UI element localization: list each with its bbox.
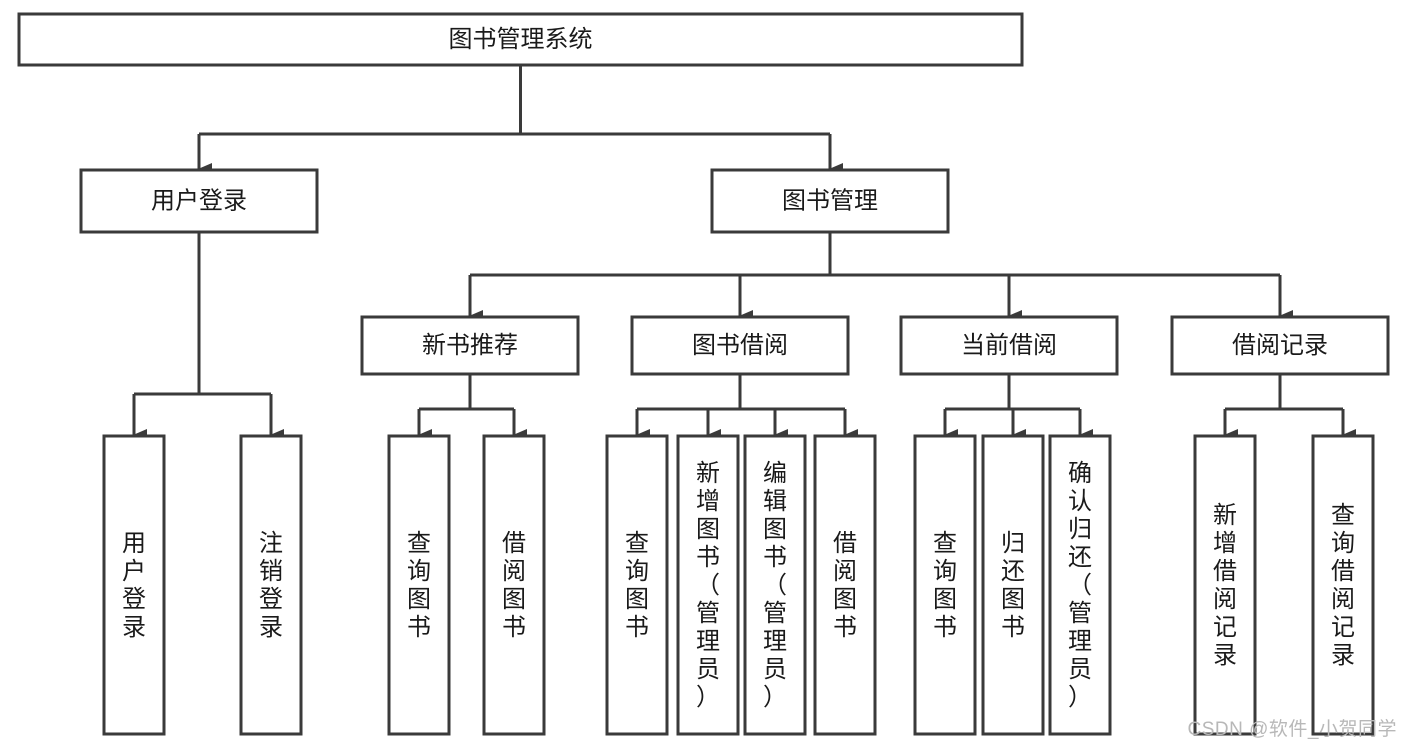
leaf-node-8-rect[interactable]	[913, 434, 977, 736]
leaf-node-12-label: 查询借阅记录	[1331, 502, 1355, 669]
leaf-node-11-rect[interactable]	[1193, 434, 1257, 736]
leaf-node-1-label: 注销登录	[259, 530, 283, 641]
level3-node-2-rect[interactable]	[899, 315, 1119, 376]
leaf-node-9-label: 归还图书	[1001, 530, 1025, 641]
leaf-node-2[interactable]: 查询图书	[387, 434, 451, 736]
leaf-node-1-rect[interactable]	[239, 434, 303, 736]
leaf-node-3-label: 借阅图书	[502, 530, 526, 641]
level3-node-3[interactable]: 借阅记录	[1170, 315, 1390, 376]
root-node-rect[interactable]	[17, 12, 1024, 67]
leaf-node-5-rect[interactable]	[676, 434, 740, 736]
node-boxes: 图书管理系统用户登录图书管理新书推荐图书借阅当前借阅借阅记录用户登录注销登录查询…	[17, 12, 1390, 736]
root-node-label: 图书管理系统	[449, 26, 593, 53]
leaf-node-9[interactable]: 归还图书	[981, 434, 1045, 736]
leaf-node-11[interactable]: 新增借阅记录	[1193, 434, 1257, 736]
leaf-node-0-rect[interactable]	[102, 434, 166, 736]
leaf-node-2-rect[interactable]	[387, 434, 451, 736]
leaf-node-12[interactable]: 查询借阅记录	[1311, 434, 1375, 736]
level2-node-1[interactable]: 图书管理	[710, 168, 950, 234]
leaf-node-4-rect[interactable]	[605, 434, 669, 736]
leaf-node-7-rect[interactable]	[813, 434, 877, 736]
leaf-node-7-label: 借阅图书	[833, 530, 857, 641]
level2-node-0[interactable]: 用户登录	[79, 168, 319, 234]
level3-node-1-rect[interactable]	[630, 315, 850, 376]
level3-node-0-rect[interactable]	[360, 315, 580, 376]
level3-node-3-label: 借阅记录	[1232, 332, 1328, 359]
leaf-node-4-label: 查询图书	[625, 530, 649, 641]
leaf-node-4[interactable]: 查询图书	[605, 434, 669, 736]
watermark-label: CSDN @软件_小贺同学	[1187, 719, 1397, 740]
leaf-node-2-label: 查询图书	[407, 530, 431, 641]
leaf-node-9-rect[interactable]	[981, 434, 1045, 736]
leaf-node-6[interactable]: 编辑图书（管理员）	[743, 434, 807, 736]
level3-node-3-rect[interactable]	[1170, 315, 1390, 376]
level3-node-1[interactable]: 图书借阅	[630, 315, 850, 376]
leaf-node-8[interactable]: 查询图书	[913, 434, 977, 736]
leaf-node-11-label: 新增借阅记录	[1213, 502, 1237, 669]
level3-node-2[interactable]: 当前借阅	[899, 315, 1119, 376]
leaf-node-1[interactable]: 注销登录	[239, 434, 303, 736]
leaf-node-10-rect[interactable]	[1048, 434, 1112, 736]
leaf-node-7[interactable]: 借阅图书	[813, 434, 877, 736]
leaf-node-8-label: 查询图书	[933, 530, 957, 641]
leaf-node-12-rect[interactable]	[1311, 434, 1375, 736]
leaf-node-0-label: 用户登录	[122, 530, 146, 641]
leaf-node-10[interactable]: 确认归还（管理员）	[1048, 434, 1112, 736]
leaf-node-3-rect[interactable]	[482, 434, 546, 736]
level3-node-0[interactable]: 新书推荐	[360, 315, 580, 376]
leaf-node-6-label: 编辑图书（管理员）	[763, 460, 787, 711]
level3-node-0-label: 新书推荐	[422, 332, 518, 359]
level3-node-2-label: 当前借阅	[961, 332, 1057, 359]
connector-lines	[132, 65, 1356, 441]
level2-node-1-label: 图书管理	[782, 187, 878, 214]
leaf-node-3[interactable]: 借阅图书	[482, 434, 546, 736]
leaf-node-10-label: 确认归还（管理员）	[1068, 460, 1092, 711]
leaf-node-5[interactable]: 新增图书（管理员）	[676, 434, 740, 736]
level3-node-1-label: 图书借阅	[692, 332, 788, 359]
level2-node-0-rect[interactable]	[79, 168, 319, 234]
leaf-node-0[interactable]: 用户登录	[102, 434, 166, 736]
leaf-node-6-rect[interactable]	[743, 434, 807, 736]
level2-node-0-label: 用户登录	[151, 187, 247, 214]
root-node[interactable]: 图书管理系统	[17, 12, 1024, 67]
level2-node-1-rect[interactable]	[710, 168, 950, 234]
leaf-node-5-label: 新增图书（管理员）	[696, 460, 720, 711]
